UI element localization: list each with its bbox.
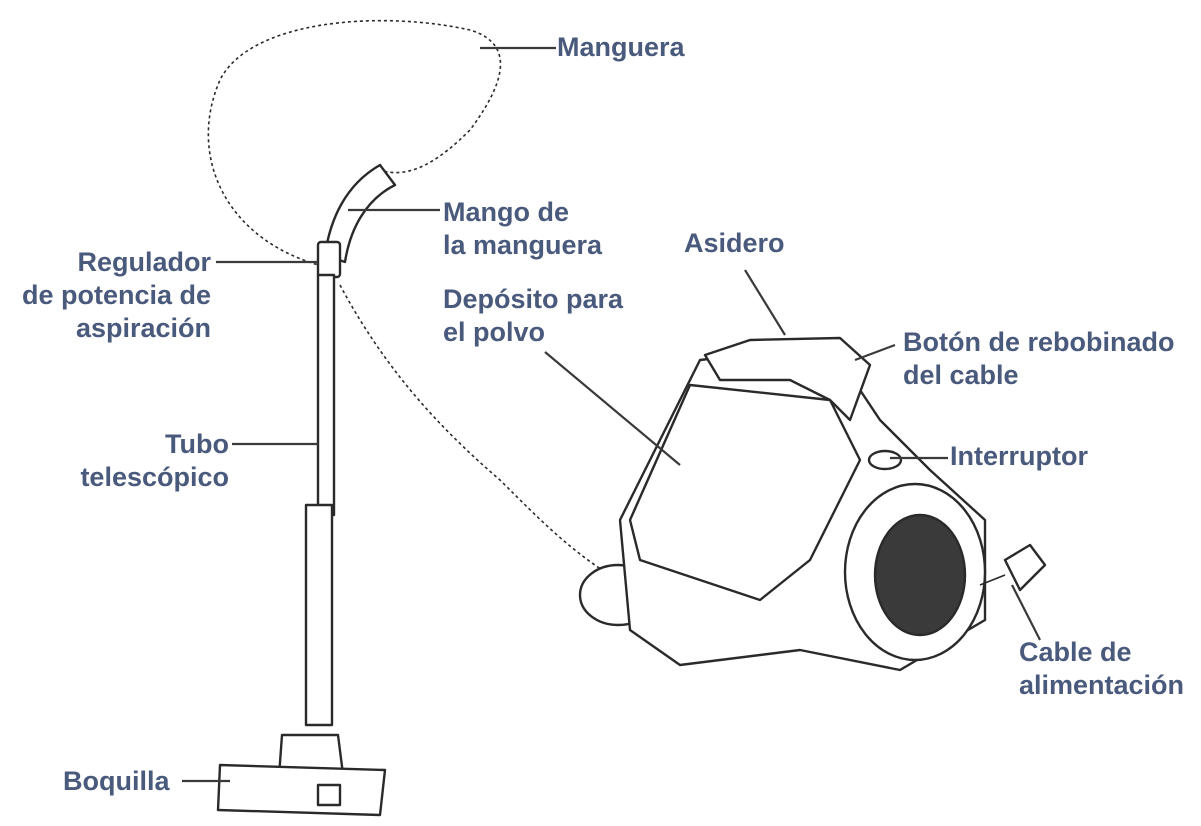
switch-knob [867,449,903,471]
label-deposito: Depósito para el polvo [443,284,624,347]
label-boton-rebobinado: Botón de rebobinado del cable [903,327,1175,390]
label-regulador: Regulador de potencia de aspiración [21,247,211,343]
power-plug [1003,543,1047,592]
power-regulator [316,240,342,279]
telescopic-tube-upper [316,273,336,517]
hose-loop [207,19,502,271]
label-manguera: Manguera [557,32,685,62]
leader-asidero [744,269,786,336]
leader-deposito [544,351,681,466]
hose-handle [323,163,397,264]
label-asidero: Asidero [684,228,785,258]
power-cable [979,574,1006,586]
carry-handle [703,336,872,422]
label-mango-manguera: Mango de la manguera [443,197,603,260]
label-interruptor: Interruptor [950,441,1088,471]
rear-grill [873,513,967,637]
telescopic-tube-lower [304,503,334,727]
label-boquilla: Boquilla [63,766,170,796]
nozzle-button [316,783,342,807]
nozzle-body [216,763,387,817]
dust-container [628,383,862,602]
label-cable: Cable de alimentación [1019,637,1185,700]
leader-cable [1011,584,1041,641]
leader-boton [854,343,896,362]
label-tubo: Tubo telescópico [80,429,229,492]
